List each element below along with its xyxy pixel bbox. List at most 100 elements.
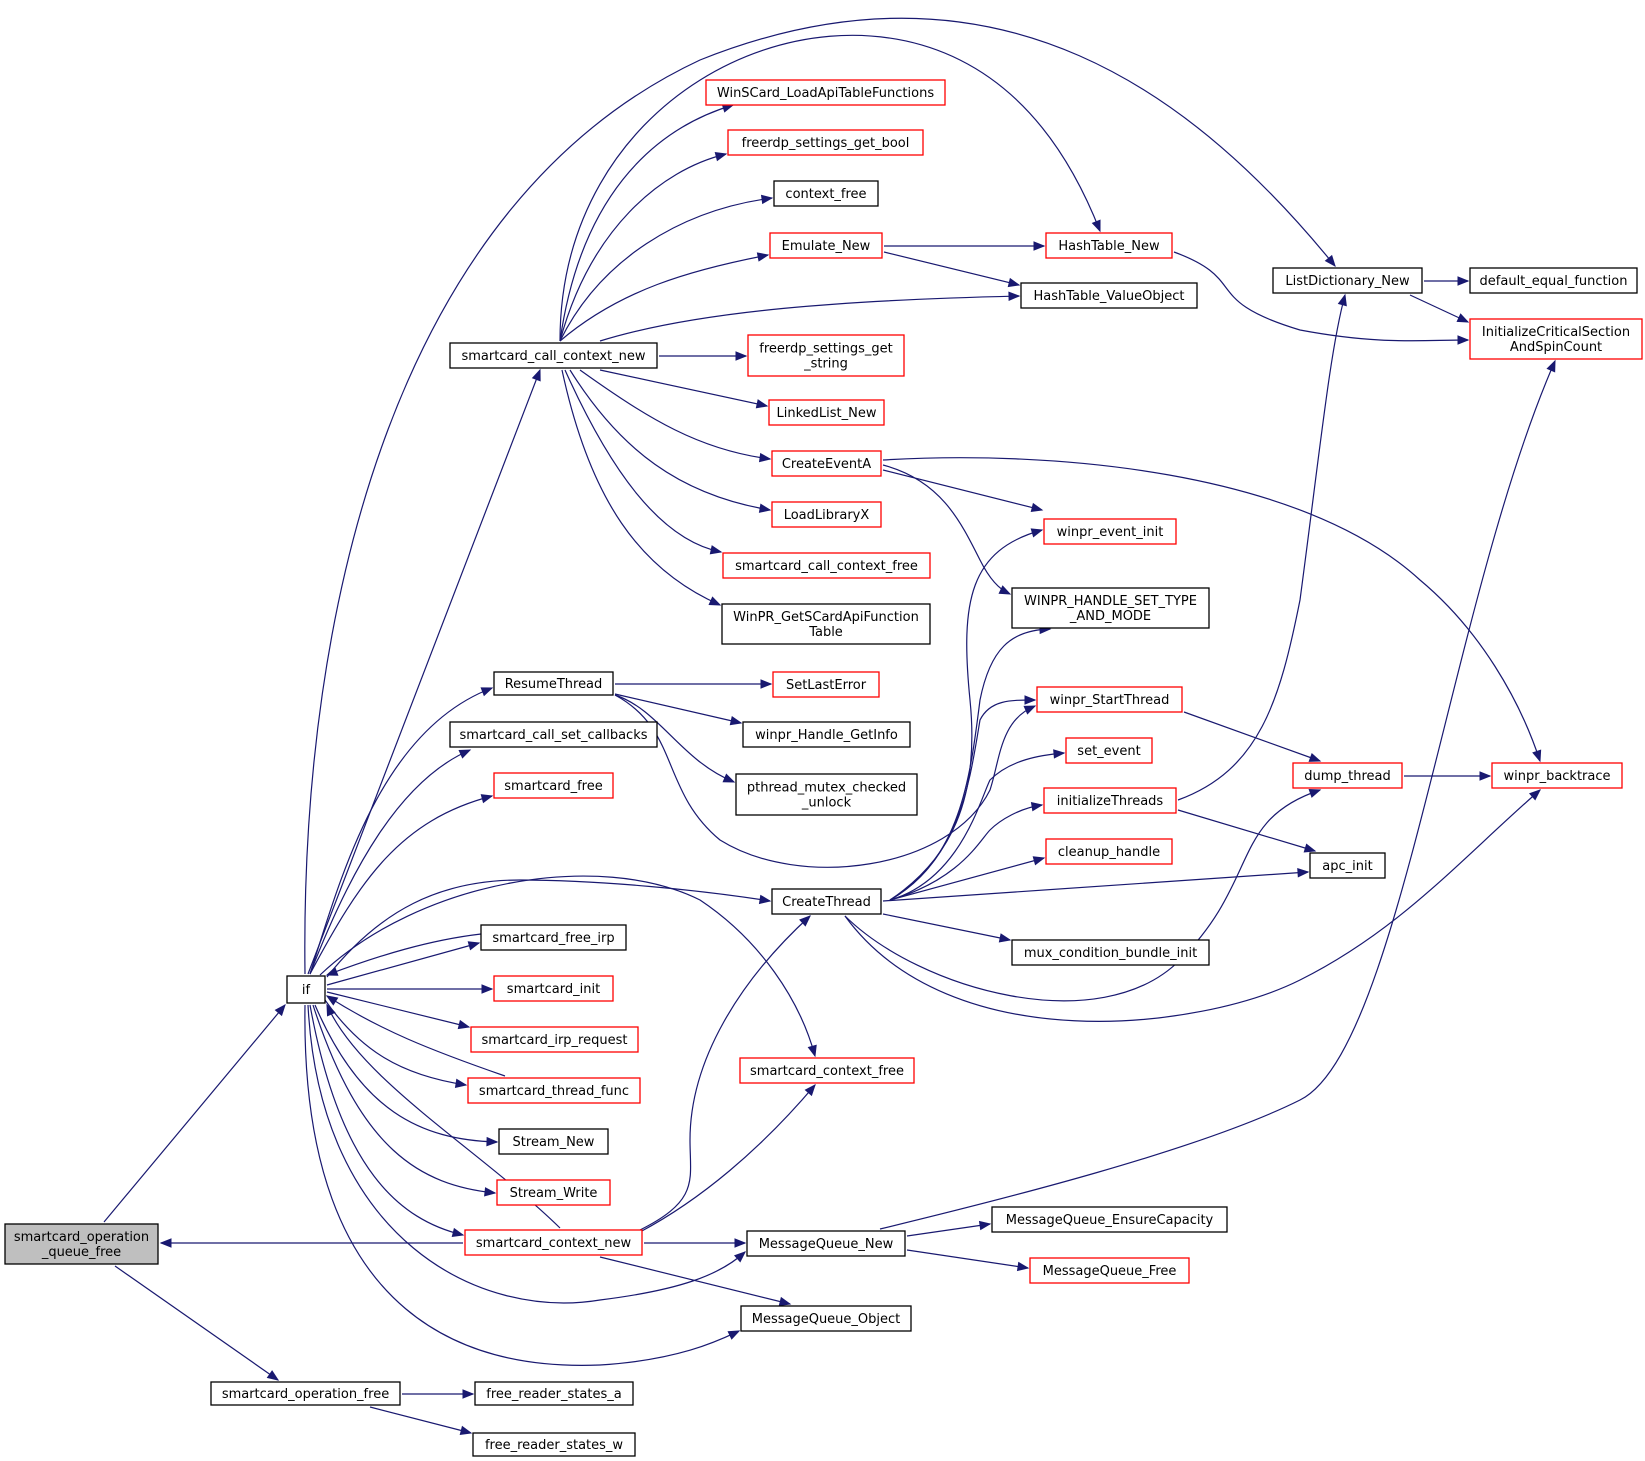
edge-ctxnew-to-createthread <box>639 915 811 1231</box>
function-node-winscard[interactable]: WinSCard_LoadApiTableFunctions <box>705 79 946 106</box>
function-node-llnew[interactable]: LinkedList_New <box>768 399 885 426</box>
function-node-htnew[interactable]: HashTable_New <box>1045 232 1173 259</box>
node-box <box>464 1229 643 1256</box>
function-node-if[interactable]: if <box>286 975 326 1004</box>
arrowhead <box>727 1330 741 1340</box>
function-node-resume[interactable]: ResumeThread <box>493 671 614 696</box>
edge-if-to-scinit <box>327 984 494 994</box>
node-box <box>1469 267 1638 294</box>
function-node-loadlib[interactable]: LoadLibraryX <box>771 501 882 528</box>
node-label: WINPR_HANDLE_SET_TYPE <box>1024 594 1197 609</box>
arrowhead <box>760 194 774 205</box>
function-node-hsettype[interactable]: WINPR_HANDLE_SET_TYPE_AND_MODE <box>1011 587 1210 629</box>
function-node-emunew[interactable]: Emulate_New <box>769 232 883 259</box>
node-box <box>735 773 918 816</box>
function-node-apcinit[interactable]: apc_init <box>1309 852 1386 879</box>
node-label: if <box>302 983 311 998</box>
arrowhead <box>1297 867 1310 878</box>
function-node-ctxnew[interactable]: smartcard_context_new <box>464 1229 643 1256</box>
function-node-streamnew[interactable]: Stream_New <box>498 1128 609 1155</box>
function-node-initthreads[interactable]: initializeThreads <box>1043 787 1177 814</box>
edge-resume-to-hgetinfo <box>614 693 743 726</box>
arrowhead <box>1016 1261 1030 1272</box>
function-node-irpreq[interactable]: smartcard_irp_request <box>470 1026 639 1053</box>
arrowhead <box>755 399 769 409</box>
function-node-mqnew[interactable]: MessageQueue_New <box>746 1230 906 1257</box>
arrowhead <box>1324 254 1336 268</box>
node-box <box>721 603 931 645</box>
arrowhead <box>1007 277 1021 288</box>
node-label: _string <box>803 357 848 372</box>
function-node-pmutex[interactable]: pthread_mutex_checked_unlock <box>735 773 918 816</box>
edge-createthread-to-muxinit <box>882 913 1012 943</box>
function-node-dumpthread[interactable]: dump_thread <box>1292 762 1403 789</box>
node-label: MessageQueue_EnsureCapacity <box>1006 1213 1214 1228</box>
function-node-mqobj[interactable]: MessageQueue_Object <box>740 1305 912 1332</box>
function-node-frsa[interactable]: free_reader_states_a <box>474 1381 634 1406</box>
node-box <box>449 342 658 369</box>
function-node-scinit[interactable]: smartcard_init <box>493 975 614 1002</box>
function-node-streamwrite[interactable]: Stream_Write <box>496 1179 611 1206</box>
function-node-thrfunc[interactable]: smartcard_thread_func <box>467 1077 641 1104</box>
function-node-ldnew[interactable]: ListDictionary_New <box>1272 267 1423 294</box>
function-node-mqensure[interactable]: MessageQueue_EnsureCapacity <box>991 1206 1228 1233</box>
node-box <box>769 232 883 259</box>
arrowhead <box>807 1044 817 1058</box>
edge-createthread-to-backtrace <box>844 789 1542 1022</box>
function-node-freeirp[interactable]: smartcard_free_irp <box>480 924 627 951</box>
function-node-createevent[interactable]: CreateEventA <box>771 450 882 477</box>
function-node-scctxfree[interactable]: smartcard_context_free <box>739 1057 915 1084</box>
function-node-cctxnew[interactable]: smartcard_call_context_new <box>449 342 658 369</box>
node-box <box>1043 518 1177 545</box>
node-label: default_equal_function <box>1480 274 1628 289</box>
node-label: smartcard_call_context_free <box>735 559 918 574</box>
function-node-backtrace[interactable]: winpr_backtrace <box>1491 762 1623 789</box>
function-node-startthread[interactable]: winpr_StartThread <box>1036 686 1183 713</box>
function-node-getbool[interactable]: freerdp_settings_get_bool <box>727 129 924 156</box>
node-label: Stream_New <box>513 1135 595 1150</box>
function-node-hgetinfo[interactable]: winpr_Handle_GetInfo <box>742 721 911 748</box>
edge-cctxnew-to-cctxfree <box>564 369 723 555</box>
arrowhead <box>709 545 723 555</box>
edge-initthreads-to-ldnew <box>1177 293 1347 801</box>
arrowhead <box>1528 789 1542 801</box>
function-node-setlasterr[interactable]: SetLastError <box>772 671 880 698</box>
edge-startthread-to-dumpthread <box>1183 711 1322 762</box>
arrowhead <box>1032 856 1046 866</box>
node-box <box>474 1381 634 1406</box>
function-node-defeq[interactable]: default_equal_function <box>1469 267 1638 294</box>
function-node-frsw[interactable]: free_reader_states_w <box>472 1432 636 1457</box>
node-box <box>771 501 882 528</box>
function-node-opfree[interactable]: smartcard_operation_free <box>210 1381 401 1406</box>
function-node-mqfree[interactable]: MessageQueue_Free <box>1029 1257 1190 1284</box>
edge-createevent-to-hsettype <box>882 464 1012 595</box>
node-label: WinSCard_LoadApiTableFunctions <box>717 86 934 101</box>
function-node-scfree[interactable]: smartcard_free <box>493 772 614 799</box>
edge-if-to-mqobj <box>304 1004 741 1366</box>
node-label: MessageQueue_Free <box>1043 1264 1177 1279</box>
node-box <box>705 79 946 106</box>
edge-createthread-to-startthread <box>889 695 1037 901</box>
node-box <box>772 671 880 698</box>
arrowhead <box>451 1227 465 1238</box>
node-label: CreateEventA <box>782 457 871 472</box>
function-node-setevent[interactable]: set_event <box>1065 737 1153 764</box>
function-node-cctxfree[interactable]: smartcard_call_context_free <box>722 552 931 579</box>
arrowhead <box>325 995 339 1006</box>
function-node-ctxfree[interactable]: context_free <box>773 180 879 207</box>
function-node-cleanup[interactable]: cleanup_handle <box>1045 838 1173 865</box>
edge-ldnew-to-initcs <box>1409 294 1470 323</box>
function-node-getstr[interactable]: freerdp_settings_get_string <box>747 334 905 377</box>
function-node-muxinit[interactable]: mux_condition_bundle_init <box>1011 939 1210 966</box>
node-label: smartcard_free <box>504 779 602 794</box>
node-label: free_reader_states_w <box>485 1438 623 1453</box>
node-label: _unlock <box>801 796 852 811</box>
function-node-htvalobj[interactable]: HashTable_ValueObject <box>1020 282 1198 309</box>
function-node-setcb[interactable]: smartcard_call_set_callbacks <box>449 721 658 748</box>
function-node-evinit[interactable]: winpr_event_init <box>1043 518 1177 545</box>
node-label: CreateThread <box>782 895 871 910</box>
function-node-createthread[interactable]: CreateThread <box>771 888 882 915</box>
arrowhead <box>1030 801 1044 812</box>
